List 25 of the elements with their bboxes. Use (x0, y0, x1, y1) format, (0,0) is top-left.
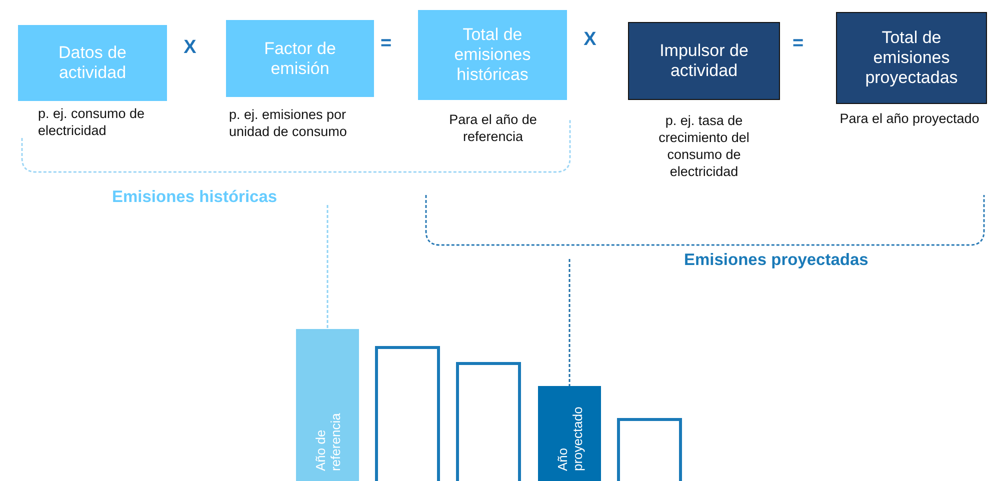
leader-line (568, 259, 570, 386)
operator-sign: X (184, 37, 196, 59)
process-box: Total de emisiones históricas (418, 10, 567, 100)
operator-sign: X (584, 29, 596, 51)
bar-label: Año de referencia (312, 412, 342, 471)
process-box: Datos de actividad (18, 25, 167, 101)
process-box: Impulsor de actividad (628, 22, 780, 100)
operator-sign: = (380, 33, 392, 55)
bar (617, 418, 682, 481)
caption-text: p. ej. consumo de electricidad (38, 105, 146, 139)
process-box: Total de emisiones proyectadas (836, 12, 987, 104)
group-label: Emisiones proyectadas (684, 251, 868, 270)
caption-text: Para el año de referencia (448, 111, 538, 145)
bar (375, 346, 440, 481)
process-box: Factor de emisión (226, 20, 374, 97)
caption-text: p. ej. tasa de crecimiento del consumo de electricidad (658, 112, 750, 180)
caption-text: Para el año proyectado (838, 110, 980, 127)
bar (456, 362, 521, 481)
leader-line (326, 205, 328, 329)
bar (538, 386, 601, 481)
bar-label: Año proyectado (554, 406, 584, 471)
bar (296, 329, 359, 481)
caption-text: p. ej. emisiones por unidad de consumo (229, 106, 348, 140)
operator-sign: = (792, 33, 804, 55)
group-label: Emisiones históricas (112, 188, 278, 207)
